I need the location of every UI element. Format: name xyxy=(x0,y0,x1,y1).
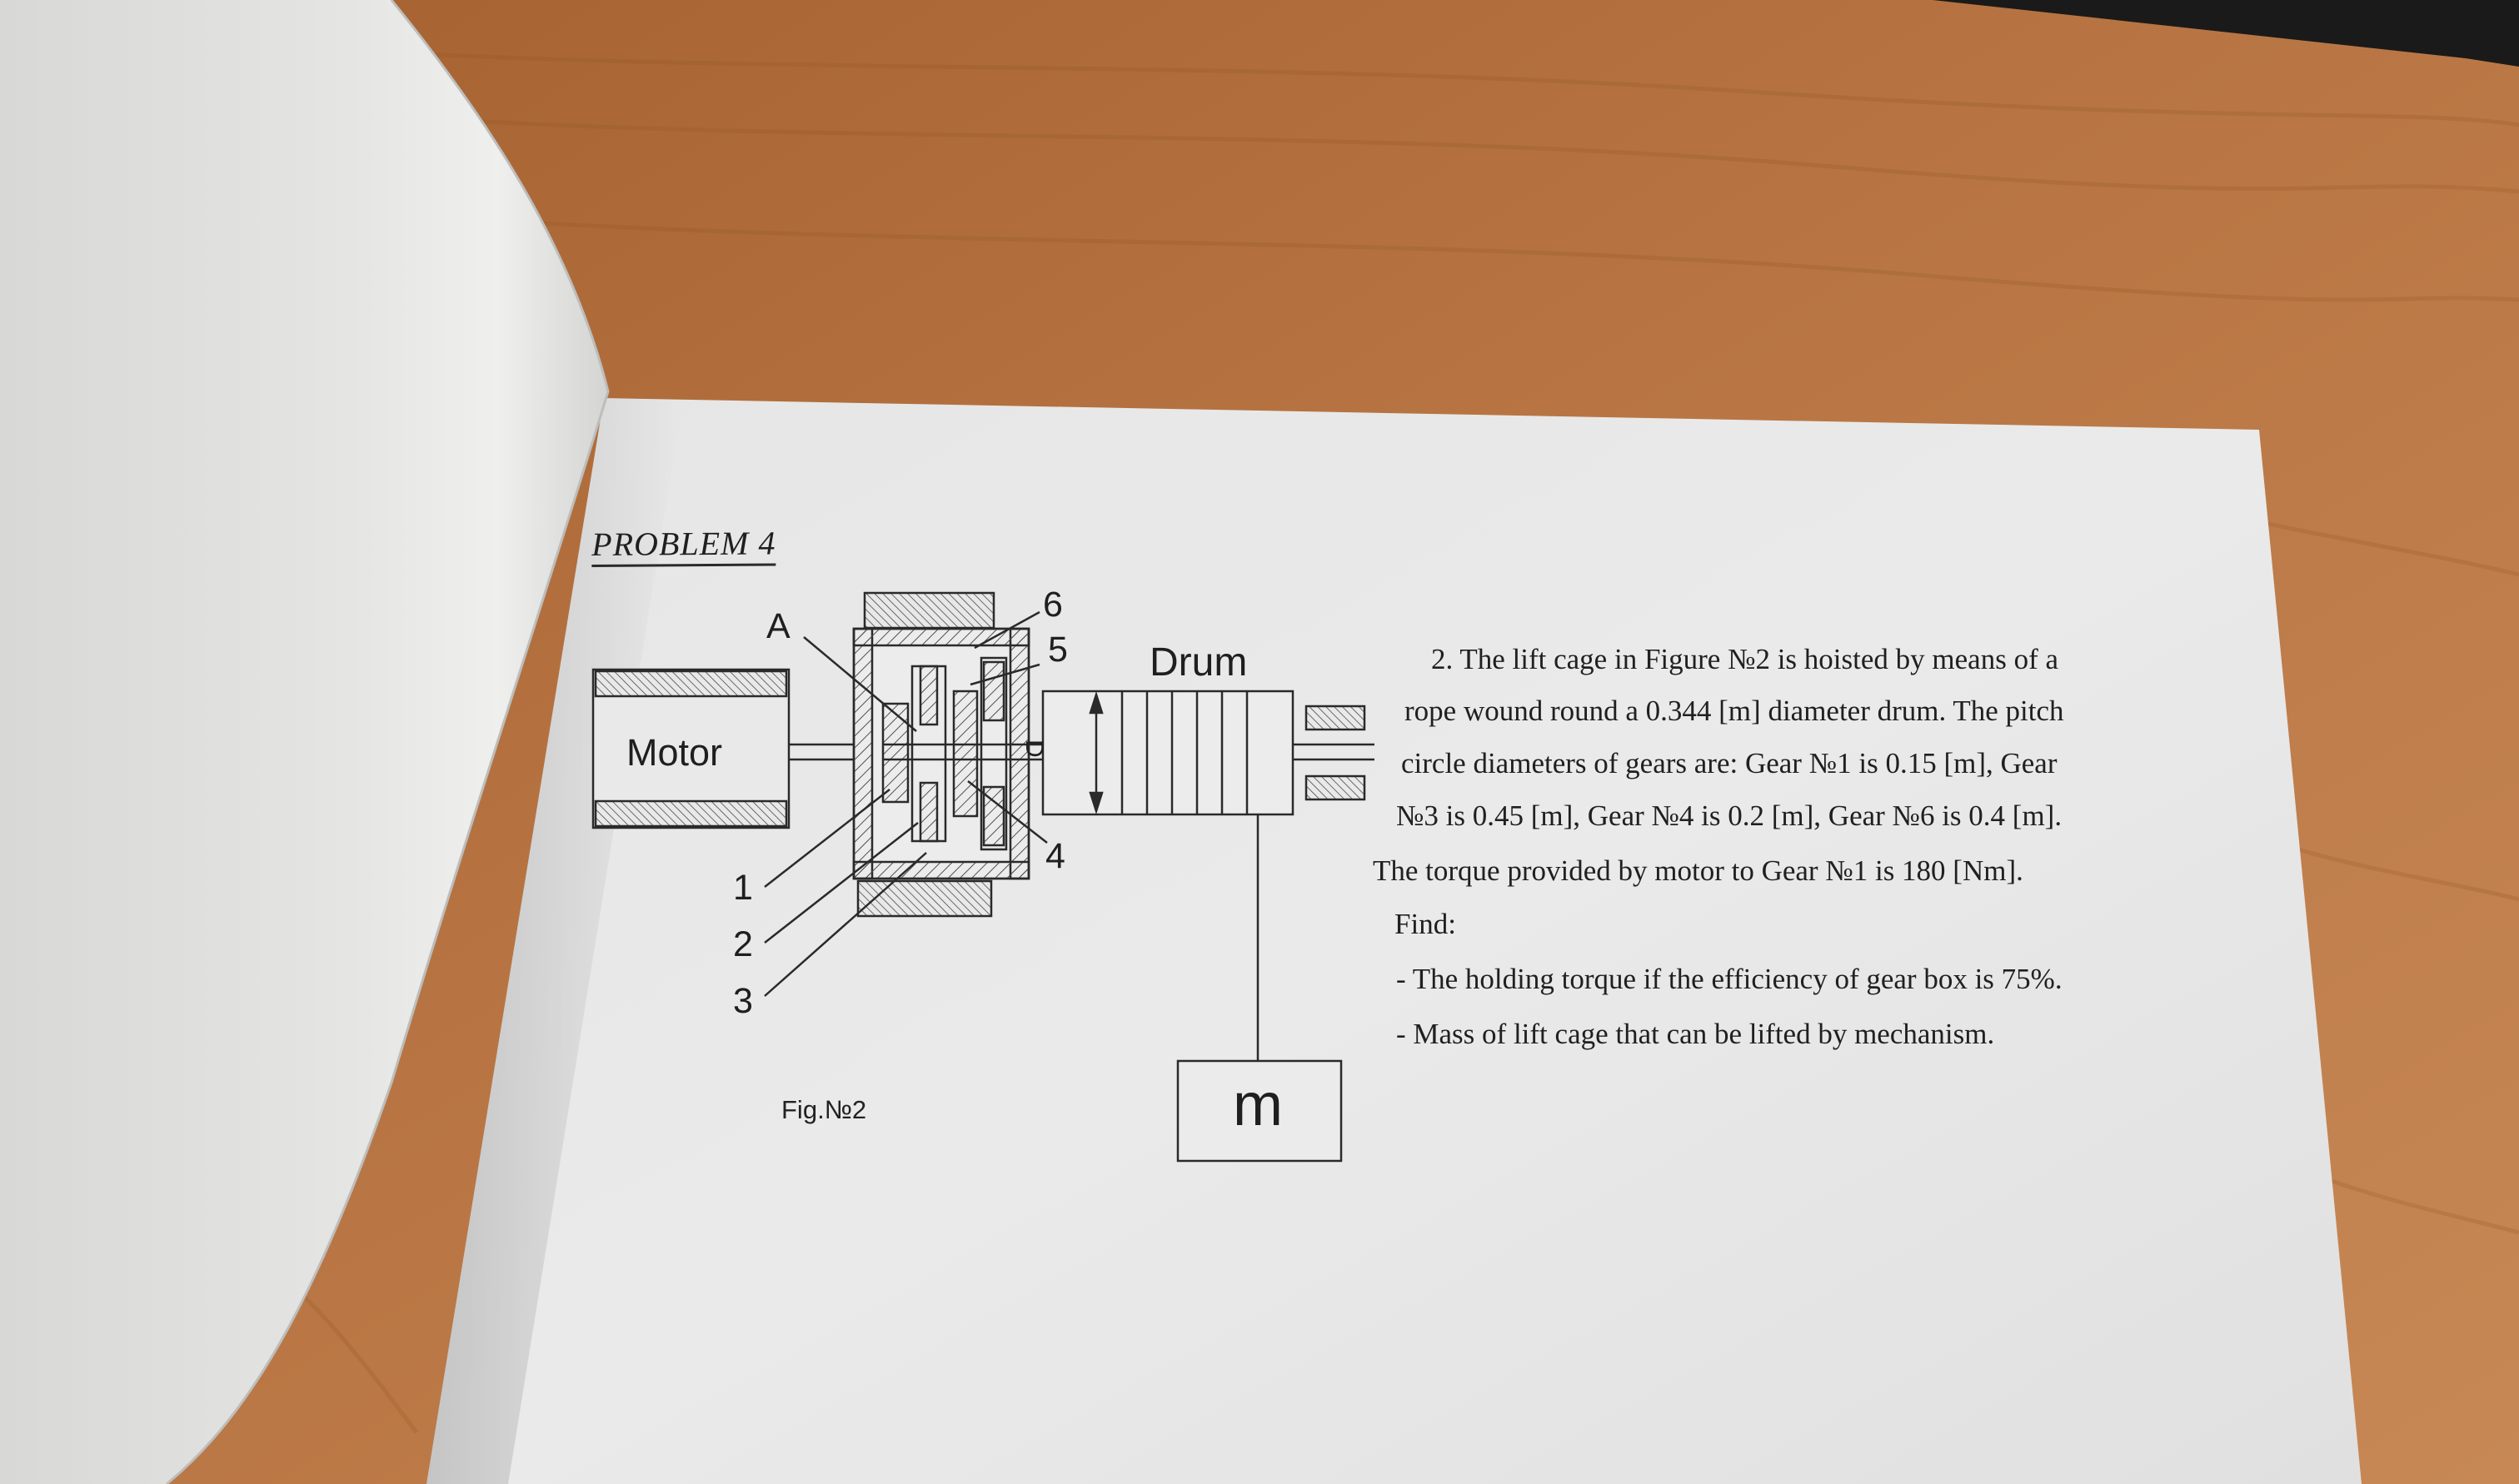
drum-body xyxy=(1041,690,1294,816)
mass-label: m xyxy=(1233,1072,1283,1138)
leader-6 xyxy=(974,610,1040,650)
gearbox-bottom-pattern xyxy=(856,879,993,918)
statement-line-5: The torque provided by motor to Gear №1 … xyxy=(1373,854,2023,887)
gearbox-wall-left xyxy=(852,627,874,880)
problem-title: PROBLEM 4 xyxy=(591,523,776,567)
statement-line-1: 2. The lift cage in Figure №2 is hoisted… xyxy=(1431,643,2059,675)
diameter-arrow-top xyxy=(1089,690,1104,715)
bearing-top xyxy=(1304,705,1366,731)
diameter-label: D xyxy=(1020,740,1048,758)
statement-line-4: №3 is 0.45 [m], Gear №4 is 0.2 [m], Gear… xyxy=(1396,799,2063,832)
motor-bottom-pattern xyxy=(594,799,788,828)
leader-5 xyxy=(970,663,1040,686)
motor-label: Motor xyxy=(626,731,723,774)
left-page-edge xyxy=(166,0,610,1484)
leader-A xyxy=(803,636,917,732)
find-label: Find: xyxy=(1394,908,1456,940)
find-item-2: - Mass of lift cage that can be lifted b… xyxy=(1396,1018,1995,1050)
gear-6 xyxy=(982,660,1005,722)
label-5: 5 xyxy=(1048,630,1068,670)
left-page-curl xyxy=(0,0,608,1484)
mass-box xyxy=(1176,1059,1343,1163)
wood-grain xyxy=(248,47,2519,1434)
leader-1 xyxy=(764,789,890,888)
drum-label: Drum xyxy=(1150,640,1248,685)
gear-5 xyxy=(980,656,1008,851)
bearing-bottom xyxy=(1304,774,1366,801)
statement-line-3: circle diameters of gears are: Gear №1 i… xyxy=(1401,747,2058,779)
figure-diagram xyxy=(591,591,1374,1163)
motor-top-pattern xyxy=(594,670,788,698)
dark-object-corner xyxy=(1933,0,2519,67)
gear-4 xyxy=(952,690,979,818)
label-3: 3 xyxy=(733,981,753,1021)
gearbox-wall-top xyxy=(852,627,1030,647)
leader-3 xyxy=(764,852,927,997)
gear-1 xyxy=(881,702,910,804)
leader-4 xyxy=(967,780,1048,844)
label-6: 6 xyxy=(1043,585,1063,625)
gear-3 xyxy=(919,665,939,726)
figure-caption: Fig.№2 xyxy=(781,1095,867,1124)
label-2: 2 xyxy=(733,924,753,964)
find-item-1: - The holding torque if the efficiency o… xyxy=(1396,963,2063,995)
label-A: A xyxy=(766,606,791,646)
diameter-arrow-bottom xyxy=(1089,791,1104,815)
statement-line-2: rope wound round a 0.344 [m] diameter dr… xyxy=(1404,695,2064,727)
gearbox-top-pattern xyxy=(863,591,995,630)
gear-3b xyxy=(919,781,939,843)
label-4: 4 xyxy=(1045,836,1065,876)
label-1: 1 xyxy=(733,868,753,908)
gearbox-wall-bottom xyxy=(852,860,1030,880)
leader-2 xyxy=(764,822,919,944)
